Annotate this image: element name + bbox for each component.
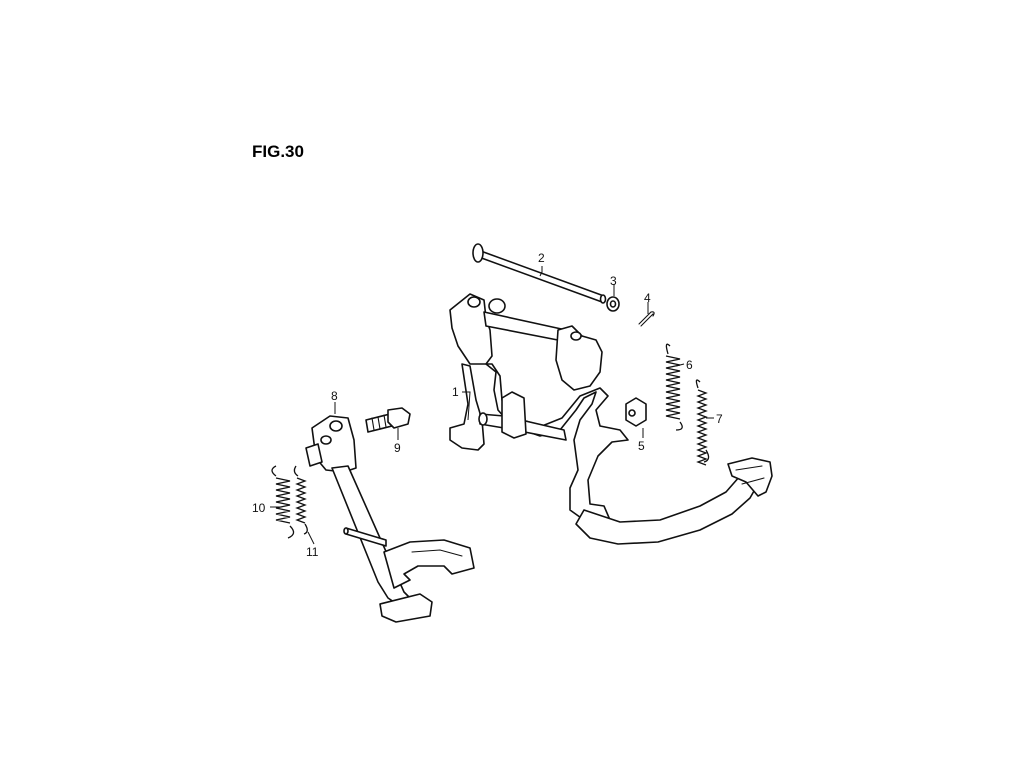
- part-spring-6[interactable]: [665, 343, 683, 431]
- part-bolt[interactable]: [365, 407, 411, 433]
- callout-6: 6: [686, 358, 693, 372]
- callout-8: 8: [331, 389, 338, 403]
- part-main-stand[interactable]: [449, 293, 773, 545]
- callout-4: 4: [644, 291, 651, 305]
- part-washer[interactable]: [606, 296, 620, 312]
- callout-labels: 1 2 3 4 5 6 7 8 9 10 11: [252, 251, 723, 559]
- callout-3: 3: [610, 274, 617, 288]
- part-spring-7[interactable]: [695, 379, 710, 466]
- callout-11: 11: [306, 545, 319, 559]
- part-spring-11[interactable]: [293, 465, 308, 535]
- figure-title: FIG.30: [252, 142, 304, 161]
- part-cotter-pin[interactable]: [638, 311, 655, 327]
- leader-lines: [270, 266, 714, 545]
- callout-1: 1: [452, 385, 459, 399]
- part-stopper-rubber[interactable]: [625, 397, 647, 427]
- callout-9: 9: [394, 441, 401, 455]
- callout-5: 5: [638, 439, 645, 453]
- callout-2: 2: [538, 251, 545, 265]
- part-spring-10[interactable]: [271, 465, 295, 539]
- part-side-stand[interactable]: [305, 415, 475, 623]
- callout-7: 7: [716, 412, 723, 426]
- callout-10: 10: [252, 501, 266, 515]
